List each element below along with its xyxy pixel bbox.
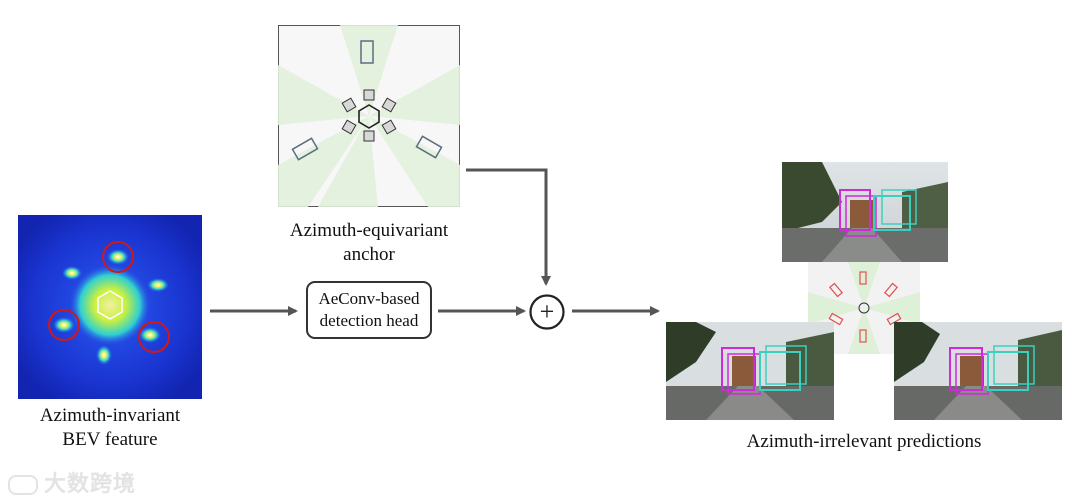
predictions-caption-line: Azimuth-irrelevant predictions xyxy=(746,431,982,452)
marker-circle xyxy=(48,309,80,341)
anchor-box xyxy=(360,40,374,64)
anchor-caption: Azimuth-equivariant anchor xyxy=(262,219,476,267)
bev-caption-line: BEV feature xyxy=(62,429,158,450)
marker-circle xyxy=(102,241,134,273)
watermark-text: 大数跨境 xyxy=(44,472,137,497)
prediction-photo-right xyxy=(894,322,1062,420)
marker-circle xyxy=(138,321,170,353)
prediction-box xyxy=(993,345,1035,385)
prediction-box xyxy=(765,345,807,385)
prediction-box xyxy=(759,351,801,391)
prediction-anchor-box xyxy=(883,282,899,298)
prediction-box xyxy=(949,347,983,391)
detection-head-box: AeConv-based detection head xyxy=(306,281,432,339)
prediction-anchor-box xyxy=(886,312,902,326)
prediction-box xyxy=(881,189,917,225)
bev-feature-heatmap xyxy=(18,215,202,399)
prediction-anchor-box xyxy=(828,312,844,326)
anchor-caption-line: anchor xyxy=(343,244,395,265)
edge-anchor-to-plus xyxy=(466,168,551,286)
prediction-anchor-box xyxy=(859,271,867,285)
combine-op: + xyxy=(529,294,565,330)
prediction-box xyxy=(839,189,871,231)
bev-caption-line: Azimuth-invariant xyxy=(39,405,181,426)
anchor-caption-line: Azimuth-equivariant xyxy=(289,220,449,241)
anchor-box xyxy=(415,135,443,159)
prediction-box xyxy=(845,195,877,237)
predictions-composite xyxy=(664,162,1064,424)
anchor-diagram xyxy=(278,25,460,207)
predictions-caption: Azimuth-irrelevant predictions xyxy=(664,430,1064,454)
anchor-box xyxy=(291,137,319,161)
watermark: 大数跨境 xyxy=(8,466,136,498)
prediction-anchor-box xyxy=(859,329,867,343)
detection-head-label-line: AeConv-based xyxy=(318,289,420,308)
prediction-photo-left xyxy=(666,322,834,420)
prediction-anchor-box xyxy=(828,282,844,298)
watermark-logo-icon xyxy=(8,475,38,495)
combine-op-symbol: + xyxy=(540,297,555,326)
prediction-box xyxy=(987,351,1029,391)
prediction-photo-top xyxy=(782,162,948,262)
prediction-box xyxy=(873,195,911,231)
detection-head-label-line: detection head xyxy=(319,311,419,330)
prediction-box xyxy=(721,347,755,391)
bev-feature-caption: Azimuth-invariant BEV feature xyxy=(10,404,210,452)
